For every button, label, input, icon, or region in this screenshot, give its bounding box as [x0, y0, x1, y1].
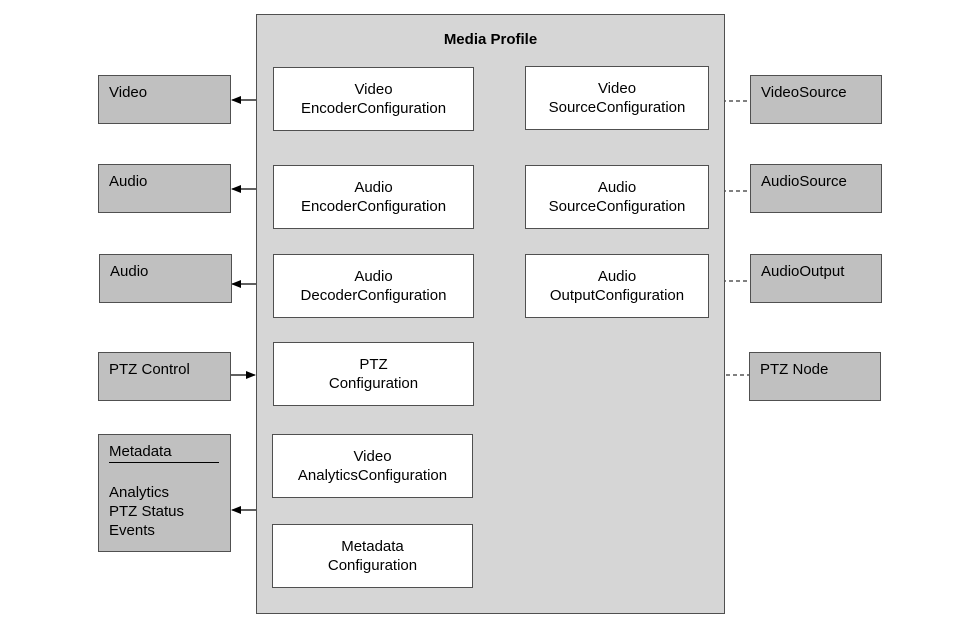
ptz-node-box: PTZ Node	[749, 352, 881, 401]
metadata-item-events: Events	[109, 522, 155, 539]
ptz-config-line2: Configuration	[328, 375, 419, 392]
metadata-config-line1: Metadata	[341, 538, 404, 555]
video-source-box: VideoSource	[750, 75, 882, 124]
metadata-config-line2: Configuration	[327, 557, 418, 574]
audio-source-label: AudioSource	[761, 173, 847, 190]
video-source-config-line1: Video	[597, 80, 637, 97]
audio-output-device-label: AudioOutput	[761, 263, 845, 280]
audio-decoder-line2: DecoderConfiguration	[300, 287, 447, 304]
video-analytics-line1: Video	[353, 448, 392, 465]
audio-decoder-line1: Audio	[354, 268, 393, 285]
ptz-config-line1: PTZ	[359, 356, 388, 373]
audio-input-stream-box: Audio	[99, 254, 232, 303]
audio-decoder-configuration: Audio DecoderConfiguration	[273, 254, 474, 318]
audio-output-config-line1: Audio	[597, 268, 637, 285]
video-encoder-configuration: Video EncoderConfiguration	[273, 67, 474, 131]
video-source-configuration: Video SourceConfiguration	[525, 66, 709, 130]
metadata-item-analytics: Analytics	[109, 484, 170, 501]
audio-source-config-line2: SourceConfiguration	[548, 198, 686, 215]
audio-encoder-configuration: Audio EncoderConfiguration	[273, 165, 474, 229]
ptz-node-label: PTZ Node	[760, 361, 829, 378]
ptz-control-box: PTZ Control	[98, 352, 231, 401]
audio-encoder-line2: EncoderConfiguration	[300, 198, 447, 215]
metadata-item-ptz-status: PTZ Status	[109, 503, 185, 520]
metadata-title: Metadata	[109, 442, 219, 463]
video-analytics-configuration: Video AnalyticsConfiguration	[272, 434, 473, 498]
video-output-label: Video	[109, 84, 148, 101]
metadata-configuration: Metadata Configuration	[272, 524, 473, 588]
audio-source-configuration: Audio SourceConfiguration	[525, 165, 709, 229]
audio-stream-label: Audio	[109, 173, 148, 190]
audio-input-label: Audio	[110, 263, 149, 280]
audio-output-configuration: Audio OutputConfiguration	[525, 254, 709, 318]
video-encoder-line2: EncoderConfiguration	[300, 100, 447, 117]
audio-output-device-box: AudioOutput	[750, 254, 882, 303]
media-profile-title: Media Profile	[443, 31, 538, 48]
audio-output-config-line2: OutputConfiguration	[549, 287, 685, 304]
ptz-control-label: PTZ Control	[109, 361, 190, 378]
audio-source-config-line1: Audio	[597, 179, 637, 196]
video-source-label: VideoSource	[761, 84, 847, 101]
audio-output-stream-box: Audio	[98, 164, 231, 213]
video-output-box: Video	[98, 75, 231, 124]
video-encoder-line1: Video	[354, 81, 393, 98]
ptz-configuration: PTZ Configuration	[273, 342, 474, 406]
metadata-output-box: Metadata Analytics PTZ Status Events	[98, 434, 231, 552]
video-source-config-line2: SourceConfiguration	[548, 99, 686, 116]
audio-source-box: AudioSource	[750, 164, 882, 213]
audio-encoder-line1: Audio	[354, 179, 393, 196]
video-analytics-line2: AnalyticsConfiguration	[297, 467, 448, 484]
